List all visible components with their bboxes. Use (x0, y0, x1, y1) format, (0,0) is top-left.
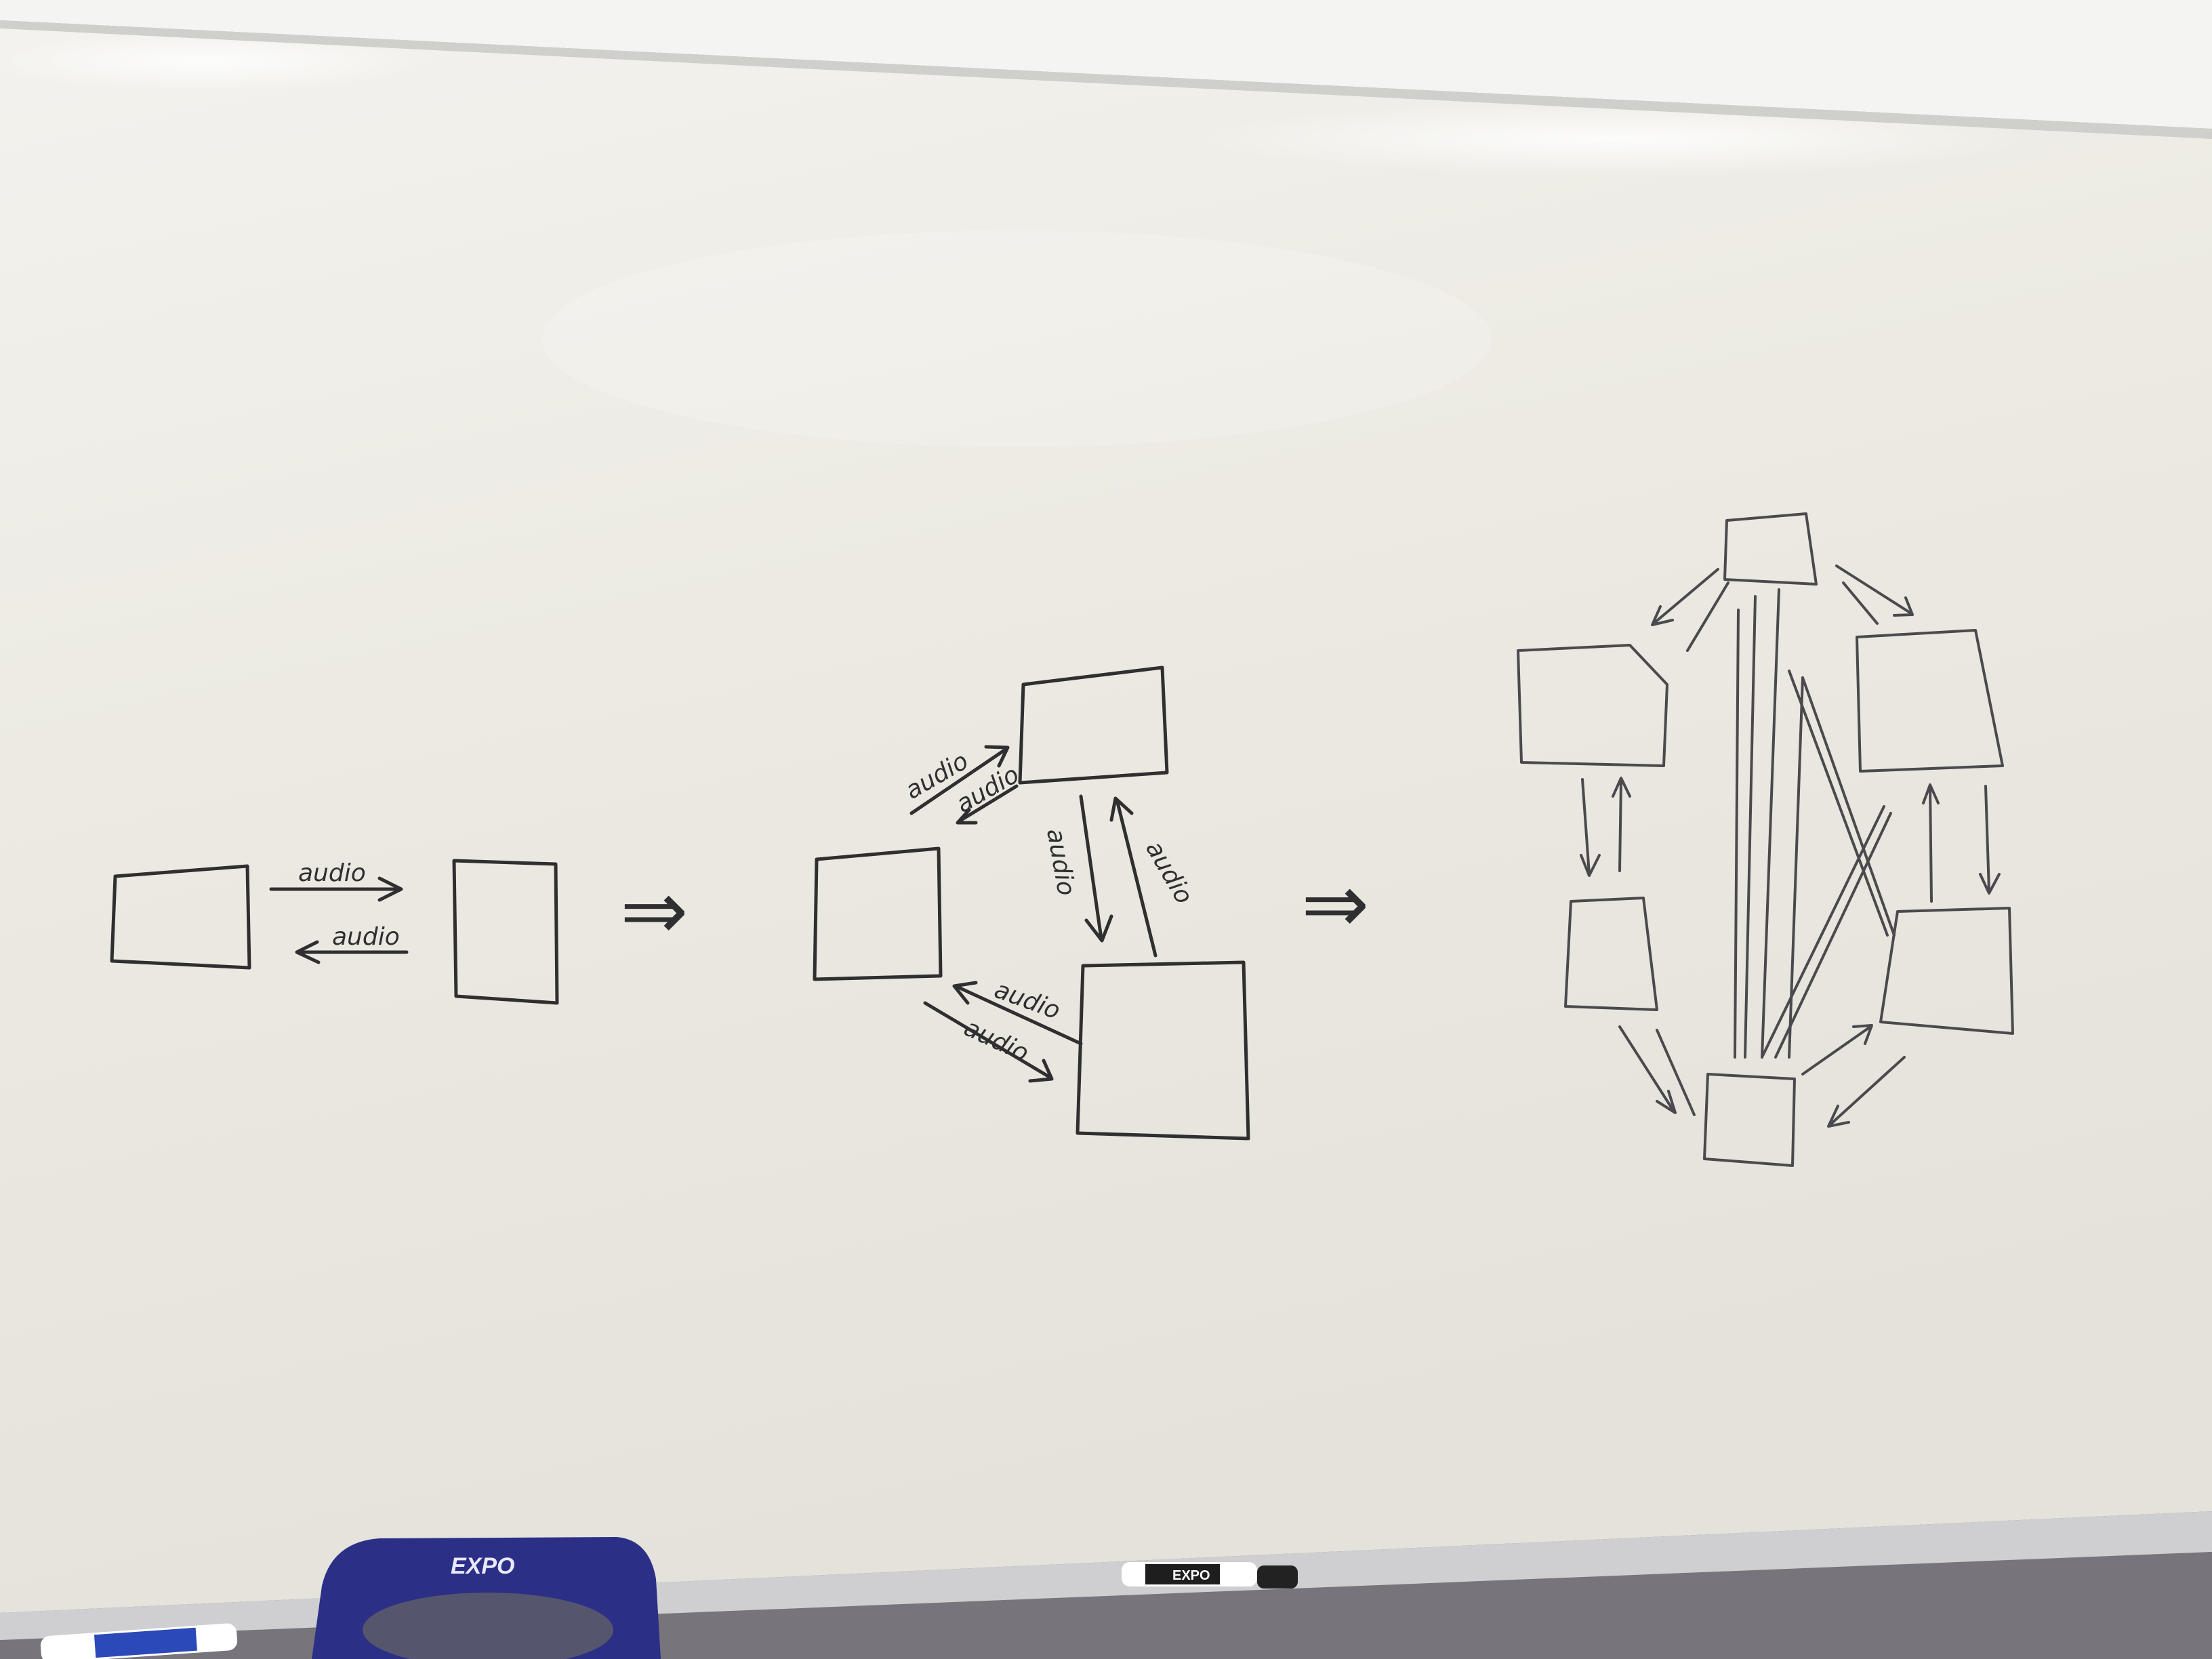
marker-blue (40, 1623, 238, 1659)
eraser-brand: EXPO (451, 1553, 514, 1579)
node-box (1856, 629, 2004, 773)
node-box (1703, 1073, 1796, 1167)
edge-label-audio: audio (298, 859, 366, 887)
arrow-left (295, 940, 409, 964)
marker-brand: EXPO (1172, 1568, 1210, 1583)
node-box (813, 846, 943, 981)
marker-black: EXPO (1122, 1562, 1298, 1589)
edge-label-audio: audio (332, 923, 400, 951)
node-box (452, 859, 559, 1005)
implies-symbol: ⇒ (620, 864, 689, 958)
node-box (1076, 960, 1250, 1141)
node-box (1517, 644, 1668, 767)
node-box (110, 864, 251, 970)
implies-symbol: ⇒ (1301, 857, 1370, 951)
node-box (1723, 512, 1818, 586)
node-box (1018, 665, 1169, 785)
diagram-two-nodes: audio audio (110, 859, 559, 1005)
node-box (1564, 897, 1658, 1011)
board-top-frame (0, 0, 2212, 139)
arrow-right (269, 876, 403, 902)
diagram-six-nodes (1517, 512, 2014, 1167)
eraser: EXPO (312, 1537, 661, 1659)
node-box (1879, 907, 2014, 1035)
whiteboard-surface (0, 20, 2212, 1613)
